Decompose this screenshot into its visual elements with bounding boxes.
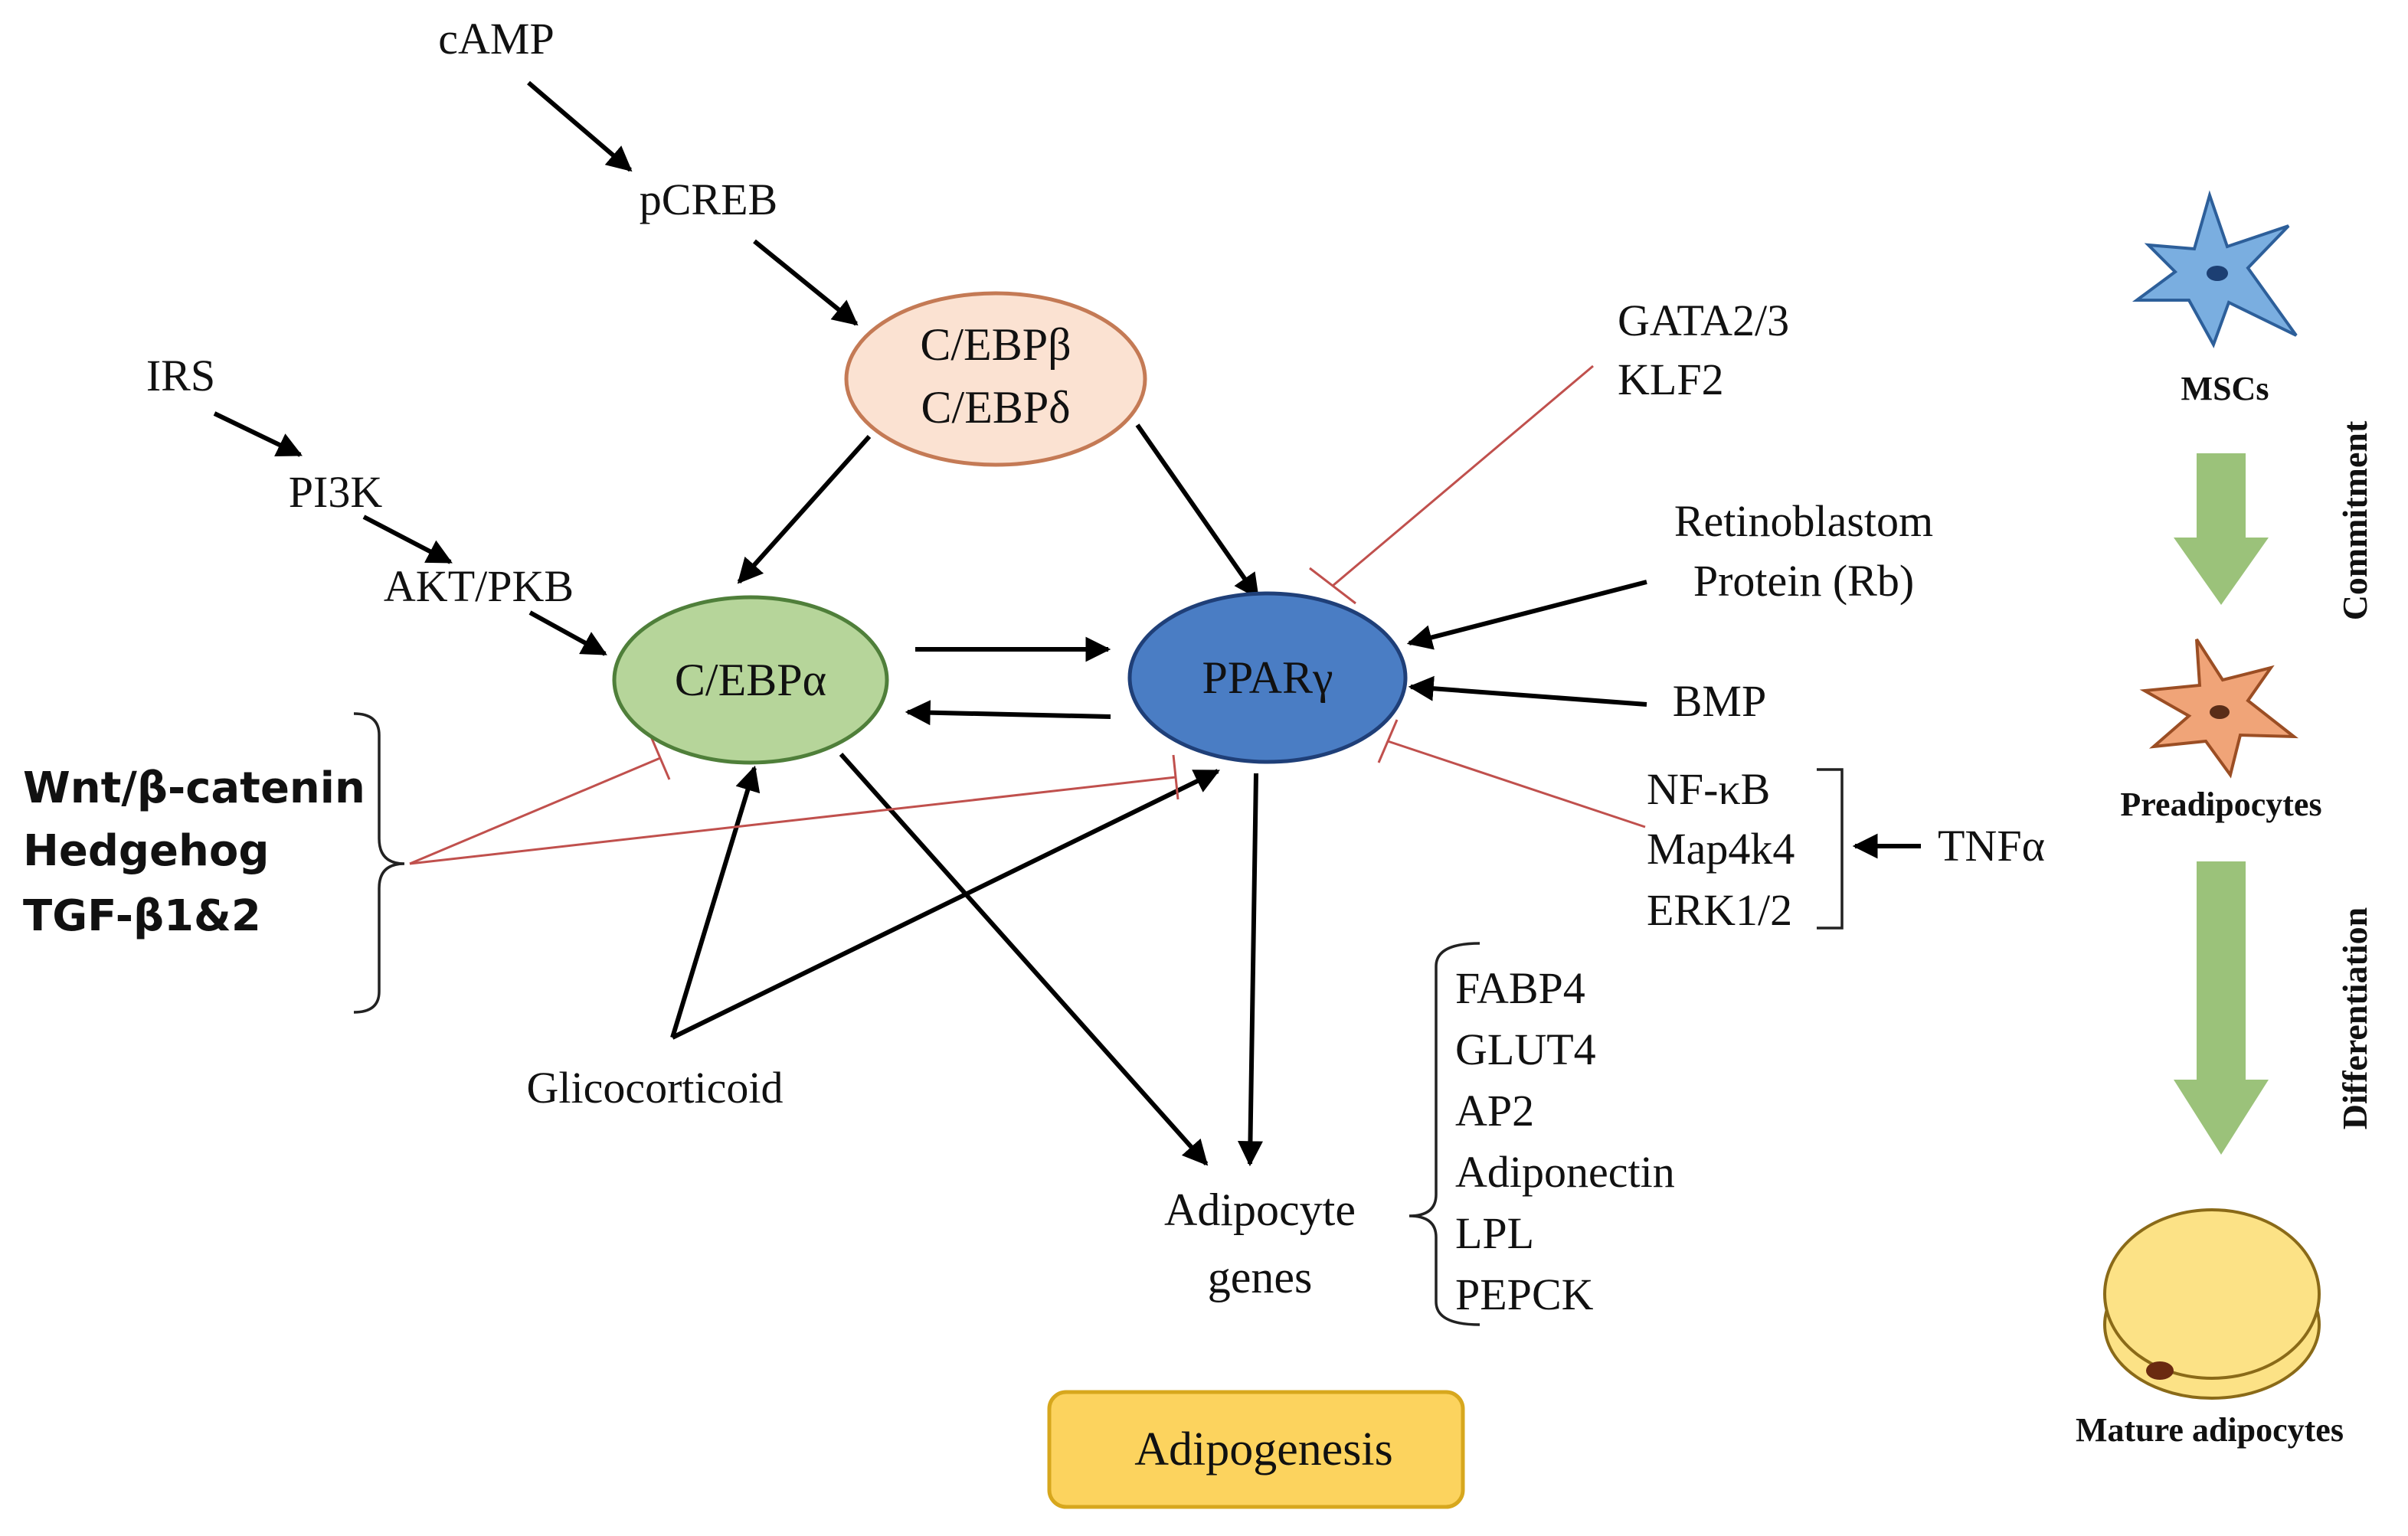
- differentiation-label: Differentiation: [2335, 907, 2374, 1129]
- camp-label: cAMP: [438, 14, 554, 64]
- inhibit-nfkb-ppar: [1387, 740, 1646, 828]
- genes-bracket: [1408, 942, 1480, 1326]
- gene-glut4: GLUT4: [1455, 1025, 1596, 1074]
- activation-arrows: [213, 80, 1921, 1167]
- preadipocytes-label: Preadipocytes: [2120, 786, 2321, 823]
- msc-label: MSCs: [2181, 370, 2269, 407]
- nfkb-label: NF-κB: [1647, 764, 1770, 814]
- arrow-ppar-cebpa: [905, 700, 1111, 726]
- gene-adiponectin: Adiponectin: [1455, 1147, 1675, 1197]
- cebp-a-label: C/EBPα: [675, 655, 826, 705]
- glucocorticoid-label: Glicocorticoid: [526, 1063, 783, 1113]
- preadipocyte-nucleus: [2210, 705, 2230, 719]
- arrow-camp-pcreb: [527, 80, 633, 172]
- gene-ap2: AP2: [1455, 1086, 1534, 1136]
- node-ppar-g: PPARγ: [1127, 591, 1408, 764]
- pi3k-label: PI3K: [289, 467, 383, 517]
- arrow-cebpbd-cebpa: [737, 434, 872, 584]
- pcreb-label: pCREB: [640, 175, 778, 224]
- nfkb-group-bracket: [1817, 768, 1844, 930]
- rb-label-line2: Protein (Rb): [1693, 556, 1914, 606]
- akt-label: AKT/PKB: [384, 561, 574, 611]
- ppar-g-ellipse: [1127, 591, 1408, 764]
- tnf-label: TNFα: [1938, 821, 2045, 871]
- inhibit-wnt-ppar-bar: [1172, 754, 1179, 800]
- msc-nucleus: [2207, 266, 2228, 281]
- arrow-ppar-genes: [1237, 773, 1263, 1167]
- inhibitor-wnt: Wnt/β-catenin: [23, 763, 365, 813]
- bmp-label: BMP: [1673, 676, 1767, 726]
- inhibit-gata-ppar: [1332, 364, 1594, 587]
- arrow-akt-cebpa: [528, 610, 607, 656]
- gene-fabp4: FABP4: [1455, 963, 1585, 1013]
- cebp-d-label: C/EBPδ: [921, 382, 1071, 433]
- arrow-glucocorticoid-cebpa: [670, 765, 761, 1038]
- mature-adipocyte-nucleus: [2146, 1361, 2174, 1380]
- cebp-b-label: C/EBPβ: [920, 319, 1071, 370]
- erk-label: ERK1/2: [1647, 885, 1792, 935]
- arrow-irs-pi3k: [213, 411, 303, 457]
- gata-label: GATA2/3: [1618, 296, 1789, 345]
- irs-label: IRS: [146, 351, 215, 400]
- rb-label-line1: Retinoblastom: [1674, 496, 1933, 546]
- inhibit-nfkb-ppar-bar: [1377, 719, 1399, 763]
- arrow-glucocorticoid-ppar: [671, 769, 1220, 1040]
- inhibition-lines: [409, 364, 1646, 865]
- commitment-label: Commitment: [2335, 420, 2374, 620]
- ppar-g-label: PPARγ: [1202, 652, 1333, 703]
- differentiation-arrow: [2174, 861, 2269, 1155]
- adipocyte-genes-line1: Adipocyte: [1164, 1185, 1356, 1235]
- node-cebp-a: C/EBPα: [612, 595, 889, 765]
- inhibit-wnt-cebpa: [409, 757, 661, 865]
- inhibit-wnt-cebpa-bar: [649, 736, 671, 780]
- brackets: [353, 712, 1844, 1326]
- arrow-bmp-ppar: [1408, 675, 1647, 707]
- map4k4-label: Map4k4: [1647, 824, 1795, 874]
- inhibit-gata-ppar-bar: [1309, 567, 1356, 605]
- inhibit-wnt-ppar: [409, 776, 1176, 865]
- left-inhibitor-bracket: [353, 712, 405, 1014]
- arrow-pi3k-akt: [362, 515, 453, 564]
- commitment-arrow: [2174, 453, 2269, 605]
- arrow-cebpbd-ppar: [1135, 423, 1260, 600]
- mature-adipocytes-label: Mature adipocytes: [2076, 1411, 2344, 1449]
- inhibitor-tgf: TGF-β1&2: [23, 891, 261, 941]
- arrow-cebpa-genes: [839, 753, 1209, 1166]
- cebp-a-ellipse: [612, 595, 889, 765]
- arrow-rb-ppar: [1406, 580, 1647, 650]
- inhibitor-hedgehog: Hedgehog: [23, 826, 269, 876]
- gene-pepck: PEPCK: [1455, 1270, 1594, 1319]
- adipogenesis-title: Adipogenesis: [1134, 1423, 1393, 1476]
- gene-lpl: LPL: [1455, 1208, 1534, 1258]
- mature-adipocyte-icon: [2103, 1208, 2321, 1380]
- adipocyte-genes-line2: genes: [1208, 1252, 1313, 1302]
- klf-label: KLF2: [1618, 355, 1724, 404]
- adipogenesis-title-box: Adipogenesis: [1047, 1390, 1465, 1509]
- title-box-rect: [1047, 1390, 1465, 1509]
- arrow-pcreb-cebpbd: [753, 239, 859, 326]
- stage-panel: MSCs Commitment Preadipocytes Differenti…: [2076, 190, 2374, 1449]
- cebp-bd-ellipse: [844, 291, 1147, 467]
- node-cebp-bd: C/EBPβ C/EBPδ: [844, 291, 1147, 467]
